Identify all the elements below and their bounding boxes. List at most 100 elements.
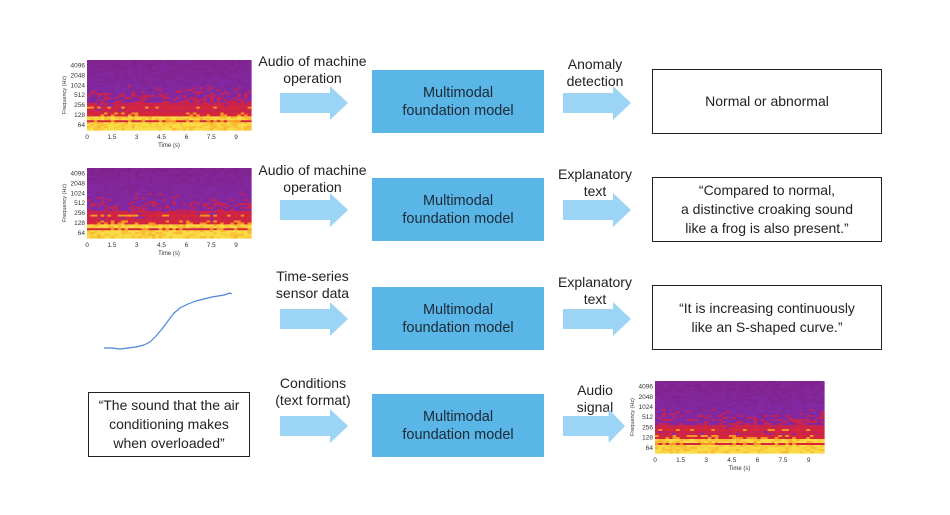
spectrogram-cell xyxy=(230,67,235,71)
spectrogram-cell xyxy=(151,218,156,222)
spectrogram-cell xyxy=(244,85,249,88)
spectrogram-cell xyxy=(141,208,146,212)
spectrogram-cell xyxy=(155,193,160,196)
spectrogram-cell xyxy=(175,187,180,190)
spectrogram-cell xyxy=(230,85,235,88)
spectrogram-cell xyxy=(199,89,204,92)
spectrogram-cell xyxy=(233,214,238,218)
spectrogram-cell xyxy=(179,112,184,116)
spectrogram-cell xyxy=(196,177,201,181)
spectrogram-cell xyxy=(714,397,719,400)
spectrogram-cell xyxy=(138,197,143,200)
spectrogram-cell xyxy=(179,206,184,210)
spectrogram-cell xyxy=(141,61,146,65)
spectrogram-cell xyxy=(179,236,184,239)
spectrogram-cell xyxy=(179,118,184,121)
spectrogram-cell xyxy=(230,197,235,200)
spectrogram-cell xyxy=(203,106,208,110)
spectrogram-cell xyxy=(732,437,737,440)
spectrogram-cell xyxy=(743,425,748,428)
spectrogram-cell xyxy=(213,228,218,231)
spectrogram-cell xyxy=(721,413,727,416)
spectrogram-cell xyxy=(213,234,218,237)
spectrogram-cell xyxy=(196,181,201,185)
spectrogram-cell xyxy=(690,437,695,440)
spectrogram-cell xyxy=(216,89,221,92)
spectrogram-cell xyxy=(206,108,211,112)
spectrogram-cell xyxy=(121,110,126,114)
spectrogram-cell xyxy=(175,191,180,194)
spectrogram-cell xyxy=(100,79,105,82)
spectrogram-cell xyxy=(244,114,249,117)
spectrogram-cell xyxy=(189,236,194,239)
spectrogram-cell xyxy=(704,399,709,402)
spectrogram-cell xyxy=(802,439,807,442)
spectrogram-cell xyxy=(686,421,691,424)
spectrogram-cell xyxy=(121,71,126,75)
spectrogram-cell xyxy=(210,81,215,84)
spectrogram-cell xyxy=(203,98,208,102)
spectrogram-cell xyxy=(104,81,109,84)
spectrogram-cell xyxy=(196,191,201,194)
spectrogram-cell xyxy=(206,69,211,73)
spectrogram-cell xyxy=(679,401,684,404)
spectrogram-cell xyxy=(165,218,170,222)
spectrogram-cell xyxy=(746,435,751,438)
spectrogram-cell xyxy=(771,407,776,410)
spectrogram-cell xyxy=(128,114,133,117)
spectrogram-cell xyxy=(121,118,126,121)
spectrogram-cell xyxy=(114,220,119,224)
spectrogram-cell xyxy=(785,417,790,420)
spectrogram-cell xyxy=(182,95,187,98)
spectrogram-cell xyxy=(145,230,150,233)
spectrogram-cell xyxy=(739,391,744,394)
spectrogram-cell xyxy=(247,232,252,235)
spectrogram-cell xyxy=(771,433,776,436)
spectrogram-cell xyxy=(210,203,215,206)
spectrogram-cell xyxy=(141,60,146,63)
spectrogram-cell xyxy=(213,181,218,185)
spectrogram-cell xyxy=(148,106,153,110)
spectrogram-cell xyxy=(788,417,793,420)
spectrogram-cell xyxy=(158,118,163,121)
spectrogram-cell xyxy=(816,411,822,414)
spectrogram-cell xyxy=(162,212,167,216)
spectrogram-cell xyxy=(199,224,204,227)
spectrogram-cell xyxy=(757,393,762,396)
spectrogram-cell xyxy=(93,236,98,239)
spectrogram-cell xyxy=(104,118,109,121)
spectrogram-cell xyxy=(100,108,105,112)
spectrogram-cell xyxy=(774,431,779,434)
spectrogram-cell xyxy=(721,403,727,406)
spectrogram-cell xyxy=(658,407,663,410)
spectrogram-cell xyxy=(121,102,126,106)
spectrogram-cell xyxy=(216,169,221,173)
spectrogram-cell xyxy=(753,415,758,418)
spectrogram-cell xyxy=(179,85,184,88)
spectrogram-cell xyxy=(230,126,235,129)
spectrogram-cell xyxy=(182,236,187,239)
spectrogram-cell xyxy=(107,204,112,208)
spectrogram-cell xyxy=(155,100,160,104)
spectrogram-cell xyxy=(128,232,133,235)
spectrogram-cell xyxy=(169,83,174,86)
spectrogram-cell xyxy=(179,218,184,222)
output-box-1: Normal or abnormal xyxy=(652,69,882,134)
spectrogram-cell xyxy=(145,112,150,116)
spectrogram-cell xyxy=(725,441,730,444)
spectrogram-cell xyxy=(148,193,153,196)
spectrogram-cell xyxy=(186,201,191,204)
spectrogram-cell xyxy=(192,169,197,173)
spectrogram-cell xyxy=(223,197,228,200)
spectrogram-cell xyxy=(128,85,133,88)
spectrogram-cell xyxy=(757,409,762,412)
spectrogram-cell xyxy=(104,79,109,82)
spectrogram-cell xyxy=(223,110,228,114)
spectrogram-cell xyxy=(110,179,115,183)
spectrogram-cell xyxy=(155,208,160,212)
spectrogram-cell xyxy=(107,106,112,110)
spectrogram-cell xyxy=(107,206,112,210)
spectrogram-cell xyxy=(165,60,170,63)
spectrogram-cell xyxy=(802,413,807,416)
spectrogram-cell xyxy=(662,439,667,442)
